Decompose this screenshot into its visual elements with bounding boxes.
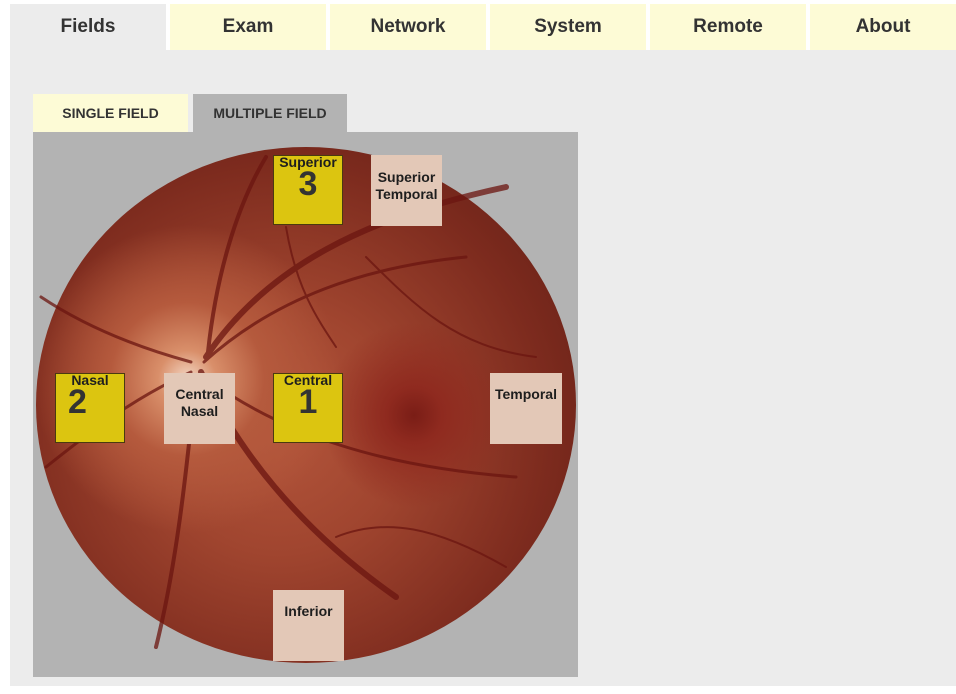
field-central-nasal-label-line1: Central — [175, 386, 224, 402]
field-inferior[interactable]: Inferior — [273, 590, 344, 661]
field-central-nasal[interactable]: Central Nasal — [164, 373, 235, 444]
field-temporal-label: Temporal — [495, 386, 557, 402]
subtab-single-field[interactable]: SINGLE FIELD — [33, 94, 188, 132]
field-central-number: 1 — [298, 383, 318, 421]
field-central-label: Central — [283, 372, 333, 388]
field-central[interactable]: 1 Central — [273, 372, 343, 443]
field-superior[interactable]: 3 Superior — [273, 154, 343, 225]
field-temporal[interactable]: Temporal — [490, 373, 562, 444]
left-margin — [0, 0, 10, 694]
tab-remote[interactable]: Remote — [650, 4, 806, 50]
tab-about[interactable]: About — [810, 4, 956, 50]
tab-exam[interactable]: Exam — [170, 4, 326, 50]
field-superior-temporal-label-line1: Superior — [377, 169, 436, 185]
field-inferior-label: Inferior — [284, 603, 333, 619]
field-superior-number: 3 — [298, 165, 318, 203]
tab-fields[interactable]: Fields — [10, 4, 166, 50]
tab-system[interactable]: System — [490, 4, 646, 50]
field-nasal-number: 2 — [68, 383, 87, 421]
field-nasal[interactable]: 2 Nasal — [55, 372, 125, 443]
tab-network[interactable]: Network — [330, 4, 486, 50]
bottom-margin — [0, 686, 956, 694]
field-superior-temporal-label-line2: Temporal — [375, 186, 438, 202]
field-superior-label: Superior — [279, 154, 337, 170]
field-central-nasal-label-line2: Nasal — [180, 403, 219, 419]
field-superior-temporal[interactable]: Superior Temporal — [371, 155, 442, 226]
field-nasal-label: Nasal — [71, 372, 109, 388]
subtab-multiple-field[interactable]: MULTIPLE FIELD — [193, 94, 347, 132]
